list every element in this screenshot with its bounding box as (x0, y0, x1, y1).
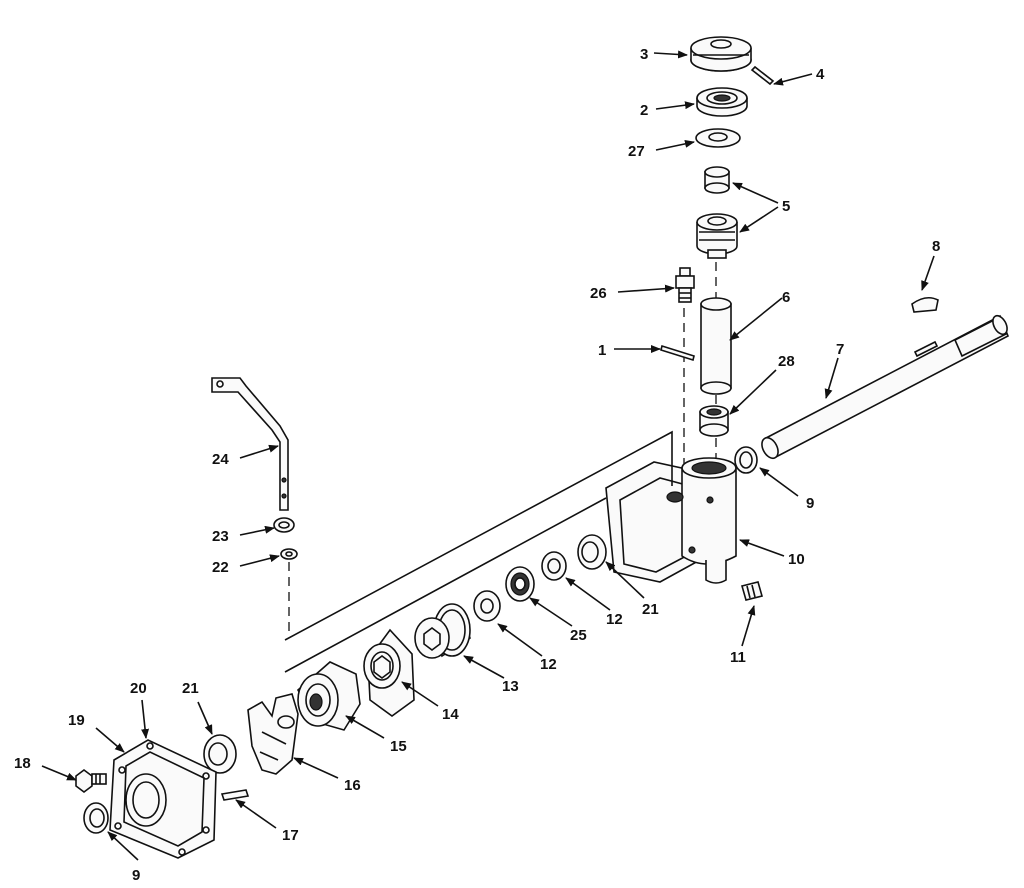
callout-20: 20 (130, 680, 147, 697)
callout-23: 23 (212, 528, 229, 545)
shift-rod-part-24 (211, 377, 289, 511)
callout-28: 28 (778, 353, 795, 370)
washer-part-12-right (541, 551, 567, 581)
callout-1: 1 (598, 342, 606, 359)
callout-24: 24 (212, 451, 229, 468)
callout-8: 8 (932, 238, 940, 255)
washer-part-12-left (473, 590, 501, 622)
callout-4: 4 (816, 66, 825, 83)
shift-fork-part-16 (247, 693, 299, 775)
gear-part-5 (696, 213, 738, 259)
cover-plate-part-19 (109, 739, 217, 859)
callout-10: 10 (788, 551, 805, 568)
assembly-guide-line (284, 497, 607, 673)
callout-14: 14 (442, 706, 459, 723)
callout-6: 6 (782, 289, 790, 306)
callout-27: 27 (628, 143, 645, 160)
bushing-part-28 (699, 405, 729, 437)
bolt-part-18 (75, 769, 107, 793)
callout-17: 17 (282, 827, 299, 844)
grease-fitting-part-26 (675, 267, 695, 303)
seal-part-9-right (734, 446, 758, 474)
clutch-part-14 (363, 628, 415, 717)
pulley-part-3 (690, 36, 752, 72)
bearing-part-21-right (577, 534, 607, 570)
gear-part-13 (414, 603, 471, 659)
clip-part-23 (273, 517, 295, 533)
key-part-4 (750, 65, 775, 86)
callout-5: 5 (782, 198, 790, 215)
callout-13: 13 (502, 678, 519, 695)
callout-22: 22 (212, 559, 229, 576)
callout-26: 26 (590, 285, 607, 302)
washer-part-27 (695, 128, 741, 148)
callout-18: 18 (14, 755, 31, 772)
pin-part-1 (660, 344, 695, 362)
callout-9-left: 9 (132, 867, 140, 884)
callout-16: 16 (344, 777, 361, 794)
callout-12-right: 12 (606, 611, 623, 628)
washer-part-22 (280, 548, 298, 560)
callout-21-right: 21 (642, 601, 659, 618)
bearing-part-2 (696, 87, 748, 117)
callout-11: 11 (730, 649, 746, 666)
callout-7: 7 (836, 341, 844, 358)
callout-arrows (41, 50, 935, 861)
bearing-part-21-left (203, 734, 237, 774)
callout-9-right: 9 (806, 495, 814, 512)
key-part-8 (911, 296, 939, 313)
axle-shaft-part-7 (761, 314, 1010, 460)
callout-3: 3 (640, 46, 648, 63)
callout-21-left: 21 (182, 680, 199, 697)
pin-part-17 (220, 789, 250, 801)
gear-housing-part-10 (605, 457, 737, 584)
callout-25: 25 (570, 627, 587, 644)
callout-19: 19 (68, 712, 85, 729)
seal-part-9-left (83, 802, 109, 834)
callout-2: 2 (640, 102, 648, 119)
assembly-guide-line (284, 430, 673, 641)
bushing-upper-part-5 (704, 166, 730, 194)
setscrew-part-11 (741, 581, 763, 601)
callout-12-left: 12 (540, 656, 557, 673)
bevel-gear-part-15 (296, 661, 361, 731)
shaft-part-6 (700, 297, 732, 395)
callout-15: 15 (390, 738, 407, 755)
thrust-bearing-part-25 (505, 566, 535, 602)
